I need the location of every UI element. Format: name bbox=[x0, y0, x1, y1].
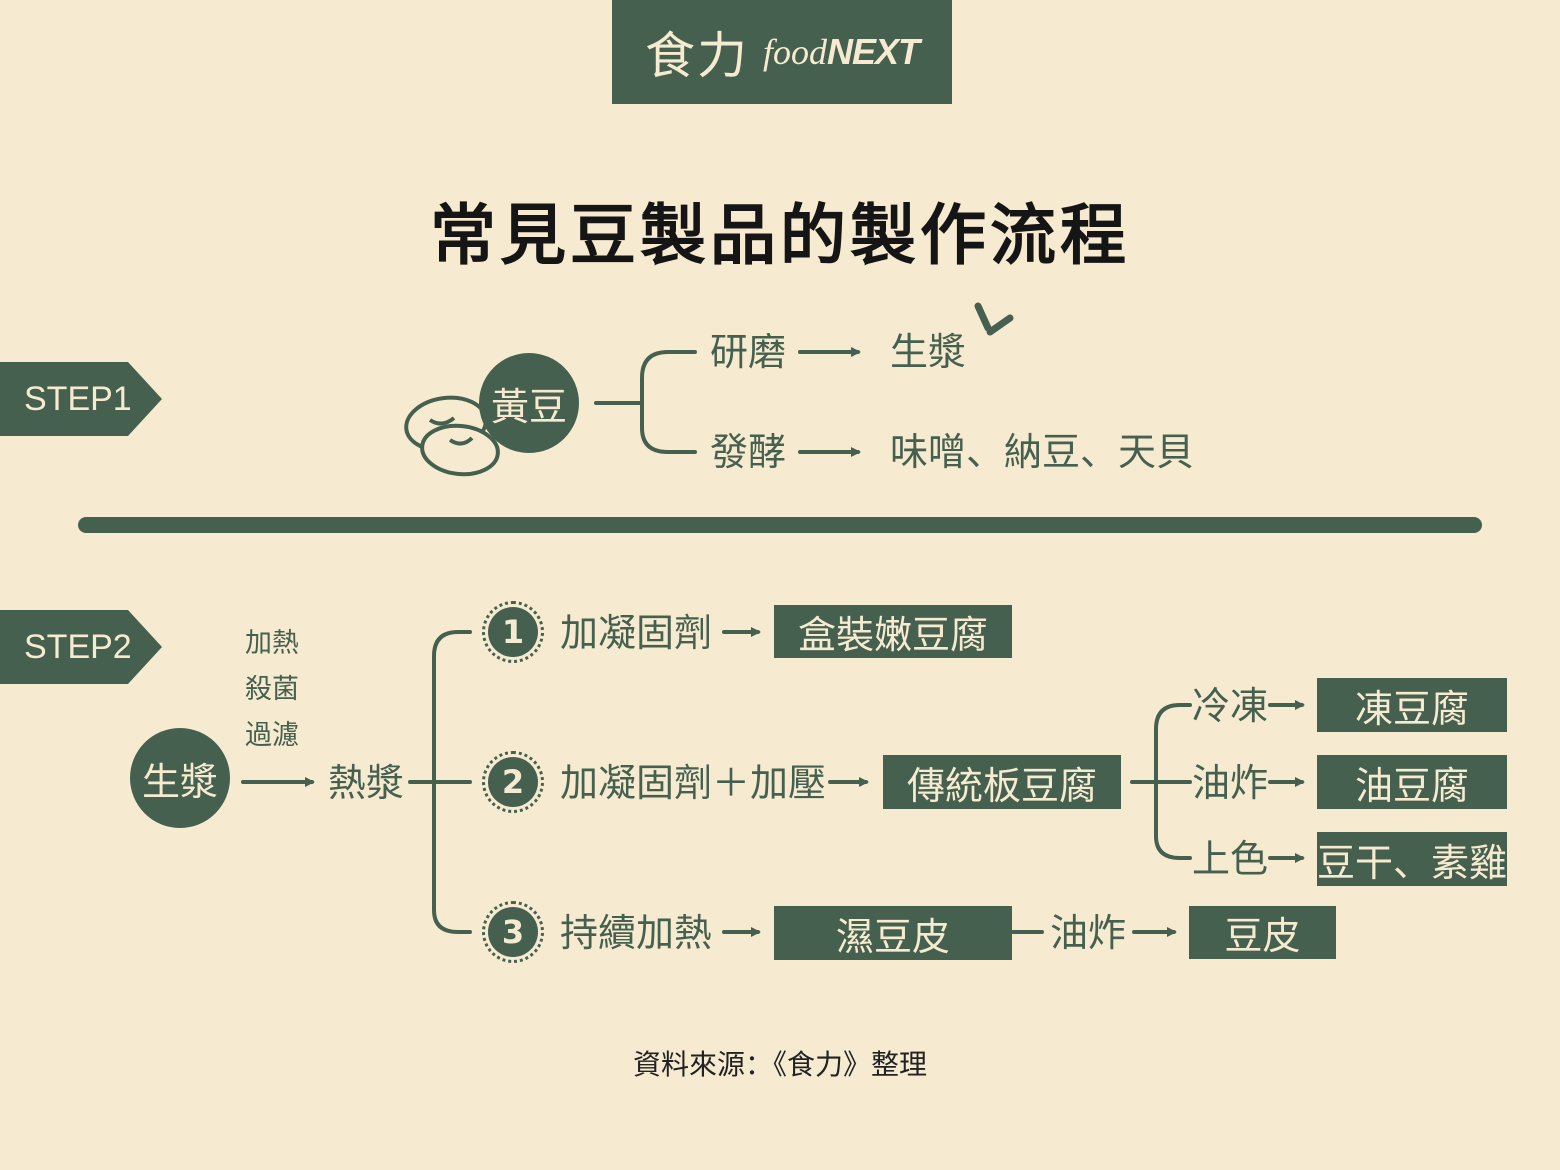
product-silken-tofu: 盒裝嫩豆腐 bbox=[774, 605, 1012, 658]
source-note: 資料來源：《食力》整理 bbox=[632, 1048, 927, 1081]
spark-mark-2 bbox=[986, 314, 1014, 336]
sub-process-color: 上色 bbox=[1192, 837, 1269, 881]
route3-process: 持續加熱 bbox=[560, 911, 713, 955]
product-firm-tofu: 傳統板豆腐 bbox=[883, 755, 1121, 809]
route1-badge: 1 bbox=[488, 607, 538, 657]
spark-mark-1 bbox=[974, 302, 992, 332]
product-tofu-skin: 豆皮 bbox=[1189, 906, 1336, 959]
product-wet-tofu-skin: 濕豆皮 bbox=[774, 906, 1012, 960]
step1-tag: STEP1 bbox=[0, 362, 162, 436]
route1-badge-ring bbox=[482, 601, 544, 663]
step1-bracket bbox=[640, 350, 697, 454]
route2-badge: 2 bbox=[488, 757, 538, 807]
logo-chinese: 食力 bbox=[644, 27, 749, 85]
route3-badge: 3 bbox=[488, 907, 538, 957]
pretreat-filter: 過濾 bbox=[245, 720, 299, 751]
route2-badge-ring bbox=[482, 751, 544, 813]
sub-process-freeze: 冷凍 bbox=[1192, 684, 1269, 728]
sub-process-fry: 油炸 bbox=[1192, 761, 1269, 805]
pretreat-heat: 加熱 bbox=[245, 628, 299, 659]
logo-en-suffix: NEXT bbox=[827, 31, 920, 72]
page-title: 常見豆製品的製作流程 bbox=[430, 197, 1130, 274]
section-divider bbox=[78, 517, 1482, 533]
product-dried-tofu: 豆干、素雞 bbox=[1317, 832, 1507, 886]
route3-badge-ring bbox=[482, 901, 544, 963]
step2-bracket bbox=[432, 630, 472, 934]
product-fried-tofu: 油豆腐 bbox=[1317, 755, 1507, 809]
hot-milk-label: 熱漿 bbox=[328, 761, 405, 805]
result-raw-milk: 生漿 bbox=[890, 330, 967, 374]
raw-milk-node: 生漿 bbox=[130, 728, 230, 828]
soybean-icon bbox=[404, 395, 500, 477]
route2-process: 加凝固劑＋加壓 bbox=[560, 761, 827, 805]
result-fermented: 味噌、納豆、天貝 bbox=[890, 430, 1195, 474]
route1-process: 加凝固劑 bbox=[560, 611, 713, 655]
route3-next-process: 油炸 bbox=[1050, 911, 1127, 955]
logo-en-prefix: food bbox=[762, 32, 827, 72]
process-ferment: 發酵 bbox=[710, 430, 787, 474]
product-frozen-tofu: 凍豆腐 bbox=[1317, 678, 1507, 732]
soybean-node: 黃豆 bbox=[479, 353, 579, 453]
foodnext-logo: 食力 foodNEXT bbox=[612, 0, 952, 104]
logo-english: foodNEXT bbox=[762, 31, 920, 73]
process-grind: 研磨 bbox=[710, 330, 787, 374]
pretreat-sterilize: 殺菌 bbox=[245, 674, 299, 705]
step2-tag: STEP2 bbox=[0, 610, 162, 684]
